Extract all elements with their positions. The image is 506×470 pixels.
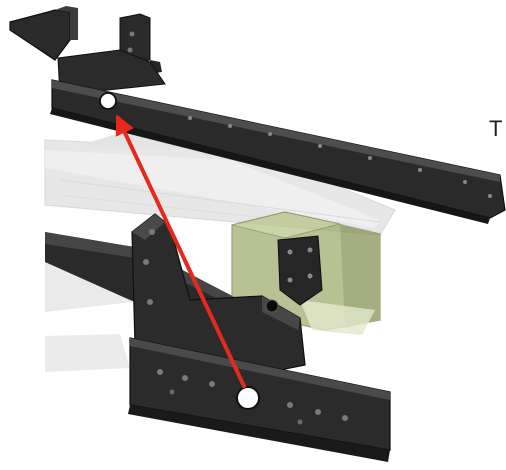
alignment-arrow: [115, 114, 246, 388]
lower-chassis-rail: [128, 337, 391, 462]
vertical-mounting-bracket: [131, 213, 306, 379]
upper-mounting-rail: [9, 6, 506, 224]
box-mount-plate: [277, 235, 323, 306]
cropped-edge-text: T: [489, 116, 503, 141]
